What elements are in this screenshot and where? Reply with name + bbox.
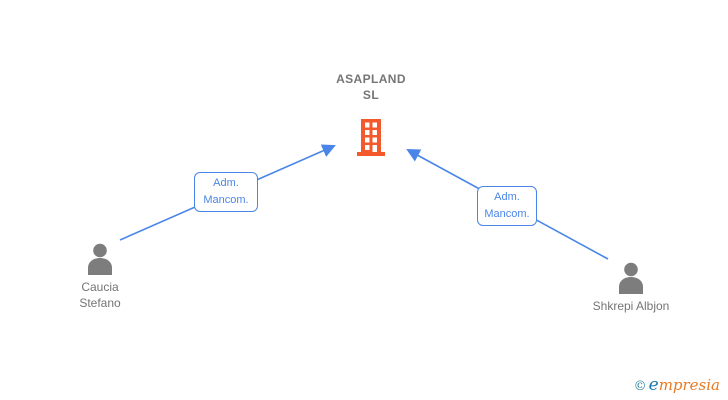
building-icon — [357, 119, 385, 156]
empresia-watermark: ©empresia — [634, 375, 720, 395]
person-silhouette-icon — [88, 243, 112, 275]
person-name: Caucia Stefano — [79, 280, 121, 310]
brand-lead: e — [648, 375, 659, 395]
person-name: Shkrepi Albjon — [592, 299, 670, 313]
edge-label-right: Adm. Mancom. — [477, 186, 537, 226]
copyright-icon: © — [633, 379, 647, 394]
person-node-shkrepi-albjon[interactable]: Shkrepi Albjon — [591, 262, 671, 314]
person-silhouette-icon — [619, 262, 643, 294]
person-node-caucia-stefano[interactable]: Caucia Stefano — [60, 243, 140, 311]
brand-rest: mpresia — [658, 376, 720, 394]
company-node[interactable]: ASAPLAND SL — [331, 71, 411, 156]
edge-label-left: Adm. Mancom. — [194, 172, 258, 212]
company-name: ASAPLAND SL — [336, 72, 406, 102]
